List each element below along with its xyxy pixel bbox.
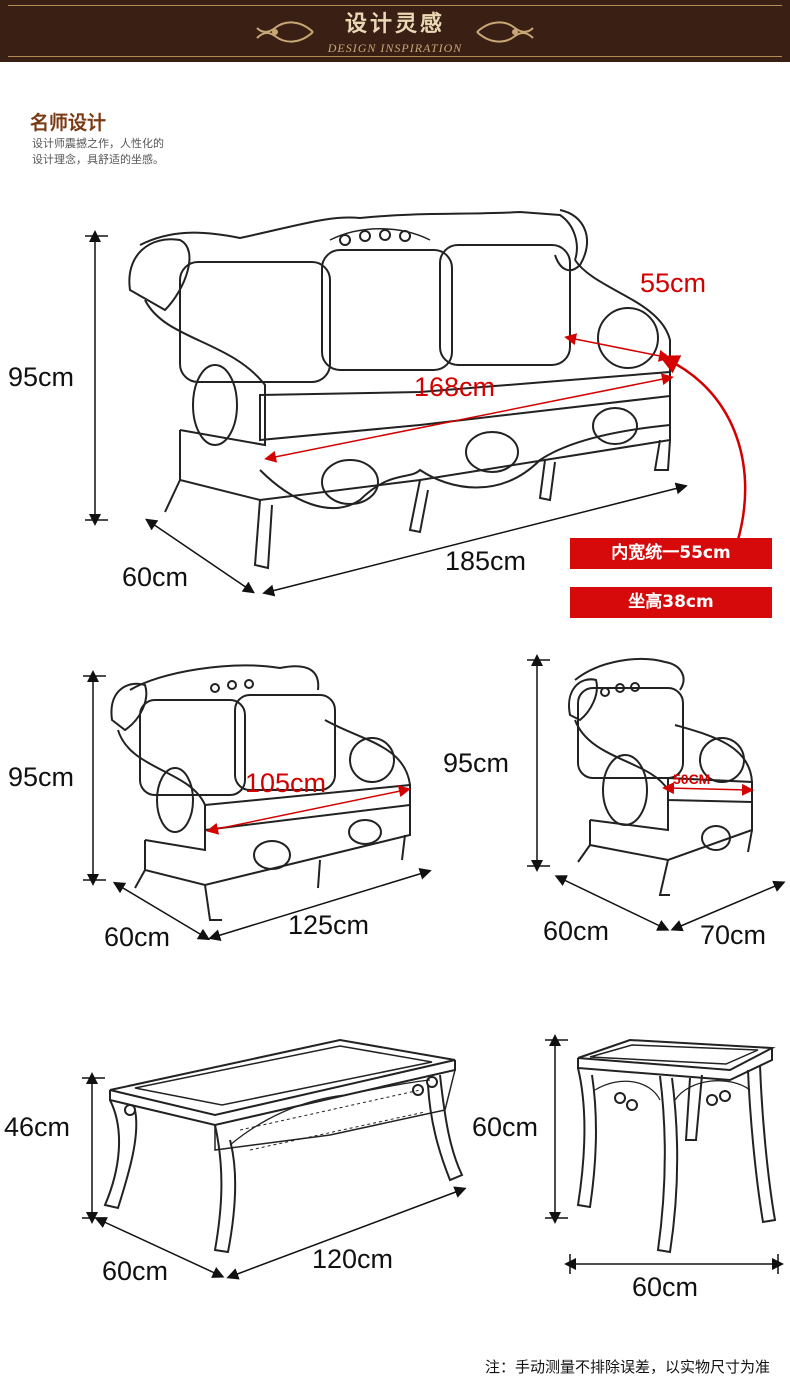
header-banner: 设计灵感 DESIGN INSPIRATION xyxy=(0,0,790,62)
armchair xyxy=(568,658,753,896)
seat-width-dimension-line xyxy=(264,373,674,463)
depth-dimension-line xyxy=(145,518,255,594)
measurement-note: 注：手动测量不排除误差，以实物尺寸为准 xyxy=(484,1358,770,1376)
table-width-label: 120cm xyxy=(312,1244,394,1274)
side-table-width-label: 60cm xyxy=(632,1272,699,1302)
table-depth-label: 60cm xyxy=(102,1256,169,1286)
banner-subtitle: DESIGN INSPIRATION xyxy=(327,41,463,55)
chair-seat-width-label: 50CM xyxy=(673,771,711,787)
chair-height-label: 95cm xyxy=(443,748,510,778)
side-table xyxy=(576,1038,777,1254)
depth-dimension-line xyxy=(94,1217,225,1278)
width-dimension-line xyxy=(670,880,786,932)
section-description: 设计师震撼之作，人性化的 设计理念，具舒适的坐感。 xyxy=(32,136,232,168)
chair-width-label: 70cm xyxy=(700,920,767,950)
sofa2-depth-label: 60cm xyxy=(104,922,171,952)
banner-top-rule xyxy=(8,5,782,6)
sofa2-height-label: 95cm xyxy=(8,762,75,792)
side-table-height-label: 60cm xyxy=(472,1112,539,1142)
sofa3-seat-width-label: 168cm xyxy=(414,372,496,402)
seat-width-dimension-line xyxy=(662,782,754,796)
left-ornament-icon xyxy=(256,21,314,43)
width-dimension-line xyxy=(262,482,688,597)
inner-width-badge: 内宽统一55cm xyxy=(570,538,772,569)
depth-dimension-line xyxy=(112,881,211,941)
banner-title: 设计灵感 xyxy=(344,11,445,37)
sofa2-width-label: 125cm xyxy=(288,910,370,940)
sofa2-seat-width-label: 105cm xyxy=(245,768,327,798)
arm-depth-dimension-line xyxy=(564,333,671,362)
coffee-table xyxy=(103,1038,464,1254)
sofa3-depth-label: 60cm xyxy=(122,562,189,592)
table-height-label: 46cm xyxy=(4,1112,71,1142)
sofa3-arm-depth-label: 55cm xyxy=(640,268,707,298)
description-line: 设计师震撼之作，人性化的 xyxy=(32,137,164,150)
description-line: 设计理念，具舒适的坐感。 xyxy=(32,153,164,166)
right-ornament-icon xyxy=(476,21,534,43)
width-dimension-line xyxy=(208,868,432,941)
seat-height-badge: 坐高38cm xyxy=(570,587,772,618)
depth-dimension-line xyxy=(554,875,670,931)
seat-width-dimension-line xyxy=(206,785,411,835)
banner-bottom-rule xyxy=(8,56,782,57)
three-seat-sofa xyxy=(128,209,671,570)
width-dimension-line xyxy=(226,1186,467,1280)
sofa3-height-label: 95cm xyxy=(8,362,75,392)
chair-depth-label: 60cm xyxy=(543,916,610,946)
sofa3-width-label: 185cm xyxy=(445,546,527,576)
section-title: 名师设计 xyxy=(30,112,107,134)
callout-arrow xyxy=(659,355,747,541)
